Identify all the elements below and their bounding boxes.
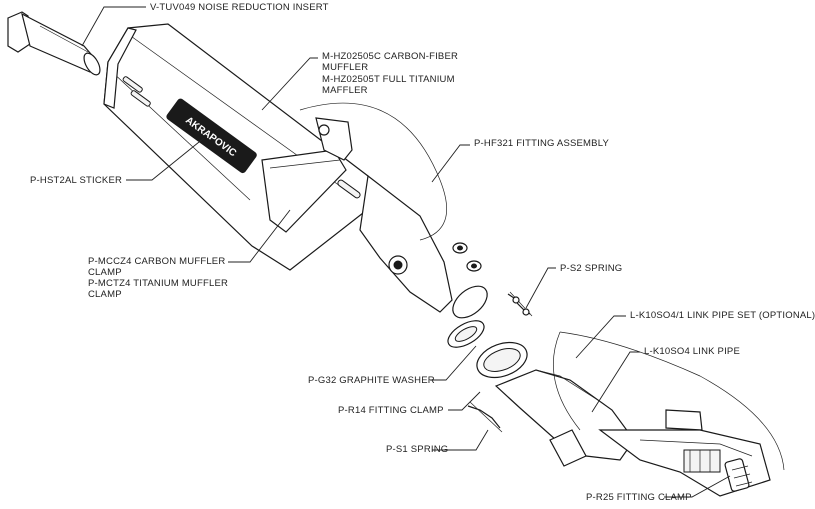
fitting-clamp-r14 <box>476 341 528 379</box>
label-fitting-assembly: P-HF321 FITTING ASSEMBLY <box>474 138 610 149</box>
label-muffler-1: M-HZ02505C CARBON-FIBER <box>322 51 459 62</box>
fitting-washers <box>452 242 482 272</box>
noise-reduction-insert <box>7 11 101 76</box>
label-sticker: P-HST2AL STICKER <box>30 175 123 186</box>
label-muffler-3: M-HZ02505T FULL TITANIUM <box>322 74 455 85</box>
label-noise-insert: V-TUV049 NOISE REDUCTION INSERT <box>150 2 329 13</box>
muffler-link-pipe <box>359 174 488 319</box>
label-fitting-clamp-r14: P-R14 FITTING CLAMP <box>338 405 444 416</box>
leader-lines <box>81 6 731 498</box>
label-muffler-4: MAFFLER <box>322 85 368 96</box>
muffler-bracket <box>315 117 353 161</box>
label-muffler-2: MUFFLER <box>322 62 369 73</box>
label-clamp-3: P-MCTZ4 TITANIUM MUFFLER <box>88 278 229 289</box>
label-spring-s2: P-S2 SPRING <box>560 263 623 274</box>
spring-s2 <box>507 291 533 317</box>
graphite-washer <box>447 320 485 348</box>
label-link-pipe-set: L-K10SO4/1 LINK PIPE SET (OPTIONAL) <box>630 310 815 321</box>
label-clamp-1: P-MCCZ4 CARBON MUFFLER <box>88 256 226 267</box>
label-graphite-washer: P-G32 GRAPHITE WASHER <box>308 375 435 386</box>
label-clamp-4: CLAMP <box>88 289 122 300</box>
assembly-outline-curves <box>299 102 785 471</box>
label-fitting-clamp-r25: P-R25 FITTING CLAMP <box>586 492 692 503</box>
label-spring-s1: P-S1 SPRING <box>386 444 449 455</box>
link-pipe <box>494 369 771 497</box>
label-link-pipe: L-K10SO4 LINK PIPE <box>644 346 741 357</box>
muffler-clamp <box>261 149 347 233</box>
spring-s1 <box>467 401 503 433</box>
label-clamp-2: CLAMP <box>88 267 122 278</box>
